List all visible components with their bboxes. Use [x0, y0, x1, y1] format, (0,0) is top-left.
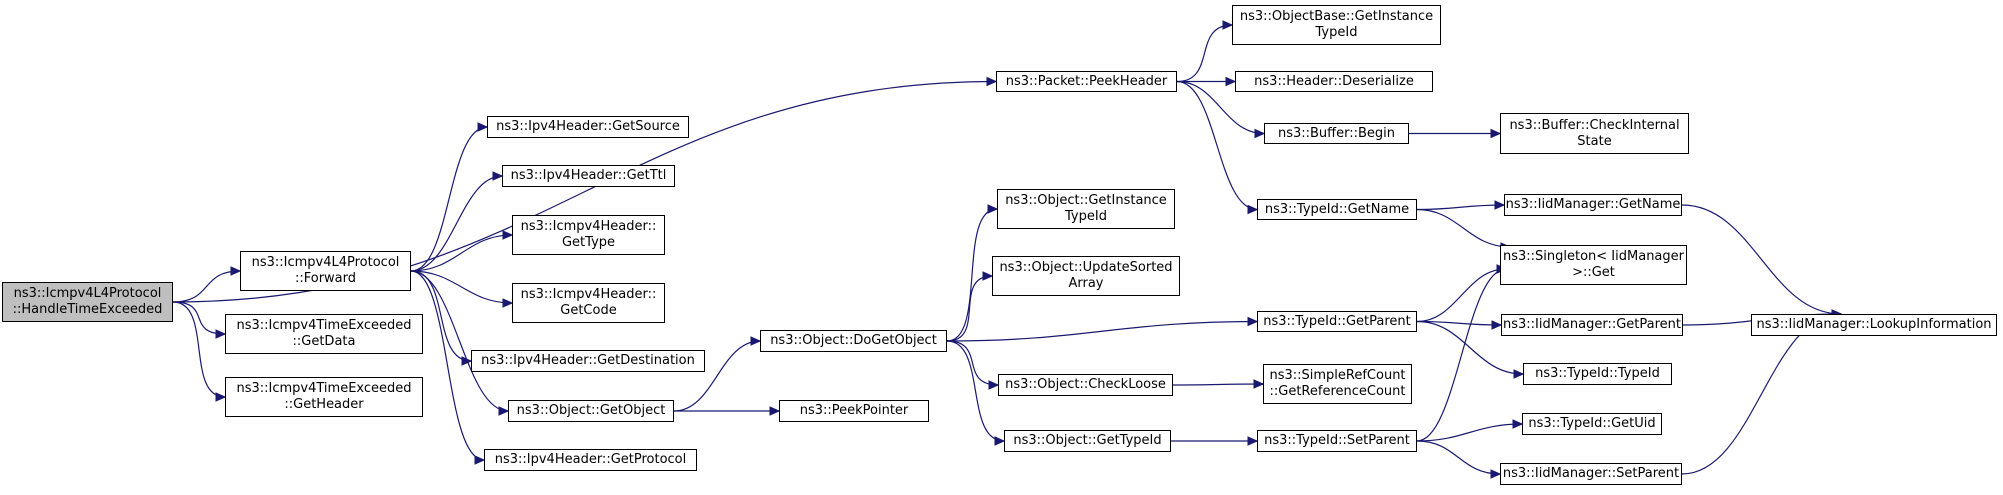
node-iid-getparent[interactable]: ns3::IidManager::GetParent — [1501, 314, 1683, 336]
edge-forward-to-getobject — [410, 270, 509, 412]
node-tid-getuid[interactable]: ns3::TypeId::GetUid — [1522, 413, 1662, 435]
edge-dogetobject-to-obj_getinstance — [946, 208, 998, 342]
node-tid-getname[interactable]: ns3::TypeId::GetName — [1257, 199, 1417, 220]
arrowhead-getobject-to-dogetobject — [750, 336, 762, 346]
arrowhead-tid_getparent-to-iid_getparent — [1491, 320, 1503, 330]
node-getcode[interactable]: ns3::Icmpv4Header:: GetCode — [512, 283, 665, 323]
edge-dogetobject-to-updatesorted — [946, 275, 993, 342]
node-bufbegin[interactable]: ns3::Buffer::Begin — [1264, 123, 1409, 144]
arrowhead-dogetobject-to-obj_getinstance — [987, 204, 999, 214]
arrowhead-dogetobject-to-updatesorted — [982, 271, 994, 281]
node-obj-gettypeid[interactable]: ns3::Object::GetTypeId — [1004, 430, 1171, 452]
arrowhead-forward-to-getobject — [498, 406, 510, 416]
node-getdest[interactable]: ns3::Ipv4Header::GetDestination — [471, 350, 705, 372]
node-dogetobject[interactable]: ns3::Object::DoGetObject — [760, 330, 947, 352]
arrowhead-tid_setparent-to-iid_setparent — [1490, 469, 1502, 479]
node-getobject[interactable]: ns3::Object::GetObject — [508, 400, 674, 422]
arrowhead-tid_setparent-to-tid_getuid — [1512, 419, 1524, 429]
node-getprotocol[interactable]: ns3::Ipv4Header::GetProtocol — [484, 449, 697, 471]
edge-forward-to-gettype — [410, 234, 513, 272]
edge-peekheader-to-bufbegin — [1176, 80, 1265, 135]
edge-dogetobject-to-obj_gettypeid — [946, 340, 1005, 442]
node-singleton[interactable]: ns3::Singleton< IidManager >::Get — [1500, 245, 1687, 285]
edge-root-to-getdata — [172, 301, 226, 335]
node-peekheader[interactable]: ns3::Packet::PeekHeader — [996, 71, 1177, 92]
edge-iid_setparent-to-iid_lookup — [1681, 313, 1842, 475]
arrowhead-root-to-getdata — [215, 329, 227, 339]
edge-root-to-forward — [172, 270, 241, 303]
arrowhead-forward-to-getcode — [502, 298, 514, 308]
edge-dogetobject-to-tid_getparent — [946, 320, 1258, 342]
arrowhead-forward-to-getsource — [477, 122, 489, 132]
node-tid-typeid[interactable]: ns3::TypeId::TypeId — [1523, 363, 1672, 385]
node-objbase-getinstance[interactable]: ns3::ObjectBase::GetInstance TypeId — [1232, 5, 1441, 45]
node-bufcheck[interactable]: ns3::Buffer::CheckInternal State — [1500, 113, 1689, 154]
edge-tid_getname-to-iid_getname — [1416, 204, 1505, 211]
edge-peekheader-to-tid_getname — [1176, 80, 1258, 211]
edge-dogetobject-to-checkloose — [946, 340, 999, 386]
edge-tid_getname-to-singleton — [1416, 208, 1511, 248]
arrowhead-peekheader-to-tid_getname — [1247, 204, 1259, 215]
arrowhead-dogetobject-to-obj_gettypeid — [994, 436, 1006, 446]
edge-forward-to-getprotocol — [410, 270, 485, 461]
arrowhead-root-to-forward — [230, 266, 242, 276]
node-tid-getparent[interactable]: ns3::TypeId::GetParent — [1257, 311, 1417, 332]
edge-tid_getparent-to-tid_typeid — [1416, 320, 1524, 375]
edge-tid_getparent-to-iid_getparent — [1416, 320, 1502, 326]
arrowhead-peekheader-to-objbase_getinstance — [1222, 20, 1234, 30]
node-iid-setparent[interactable]: ns3::IidManager::SetParent — [1500, 463, 1682, 485]
arrowhead-dogetobject-to-tid_getparent — [1247, 316, 1259, 327]
arrowhead-getobject-to-peekpointer — [769, 406, 781, 416]
node-root: ns3::Icmpv4L4Protocol ::HandleTimeExceed… — [2, 282, 173, 322]
node-getdata[interactable]: ns3::Icmpv4TimeExceeded ::GetData — [225, 314, 423, 354]
arrowhead-forward-to-getttl — [492, 171, 504, 181]
arrowhead-forward-to-getprotocol — [474, 455, 486, 465]
node-tid-setparent[interactable]: ns3::TypeId::SetParent — [1257, 430, 1417, 452]
node-gettype[interactable]: ns3::Icmpv4Header:: GetType — [512, 215, 665, 255]
edge-tid_setparent-to-singleton — [1416, 268, 1507, 442]
node-getheader[interactable]: ns3::Icmpv4TimeExceeded ::GetHeader — [225, 377, 423, 417]
node-checkloose[interactable]: ns3::Object::CheckLoose — [998, 374, 1173, 396]
arrowhead-root-to-peekheader — [986, 76, 998, 87]
node-deserialize[interactable]: ns3::Header::Deserialize — [1235, 71, 1433, 92]
node-obj-getinstance[interactable]: ns3::Object::GetInstance TypeId — [997, 189, 1175, 229]
edge-forward-to-getttl — [410, 175, 503, 272]
edge-checkloose-to-simplerefcount — [1172, 383, 1264, 386]
edge-tid_setparent-to-tid_getuid — [1416, 423, 1523, 442]
arrowhead-peekheader-to-bufbegin — [1254, 128, 1266, 139]
edge-getobject-to-dogetobject — [673, 340, 761, 412]
edge-iid_getname-to-iid_lookup — [1681, 204, 1842, 315]
arrowhead-peekheader-to-deserialize — [1225, 76, 1237, 87]
edge-forward-to-getsource — [410, 126, 488, 272]
node-updatesorted[interactable]: ns3::Object::UpdateSorted Array — [992, 256, 1180, 296]
node-getsource[interactable]: ns3::Ipv4Header::GetSource — [487, 116, 689, 138]
node-iid-getname[interactable]: ns3::IidManager::GetName — [1504, 194, 1682, 216]
edge-forward-to-getcode — [410, 270, 513, 304]
edge-tid_getparent-to-singleton — [1416, 268, 1507, 323]
arrowhead-tid_getparent-to-tid_typeid — [1513, 369, 1525, 379]
arrowhead-forward-to-gettype — [502, 230, 514, 240]
node-forward[interactable]: ns3::Icmpv4L4Protocol ::Forward — [240, 251, 411, 291]
edge-peekheader-to-objbase_getinstance — [1176, 24, 1233, 83]
node-peekpointer[interactable]: ns3::PeekPointer — [779, 400, 929, 422]
node-iid-lookup[interactable]: ns3::IidManager::LookupInformation — [1751, 314, 1997, 336]
node-getttl[interactable]: ns3::Ipv4Header::GetTtl — [502, 165, 675, 187]
arrowhead-checkloose-to-simplerefcount — [1253, 379, 1265, 389]
arrowhead-dogetobject-to-checkloose — [988, 380, 1000, 390]
edge-tid_setparent-to-iid_setparent — [1416, 440, 1501, 475]
node-simplerefcount[interactable]: ns3::SimpleRefCount ::GetReferenceCount — [1263, 364, 1412, 404]
arrowhead-bufbegin-to-bufcheck — [1490, 128, 1502, 139]
arrowhead-obj_gettypeid-to-tid_setparent — [1247, 436, 1259, 446]
arrowhead-root-to-getheader — [215, 392, 227, 402]
edge-root-to-getheader — [172, 301, 226, 398]
arrowhead-tid_getname-to-iid_getname — [1494, 200, 1506, 210]
